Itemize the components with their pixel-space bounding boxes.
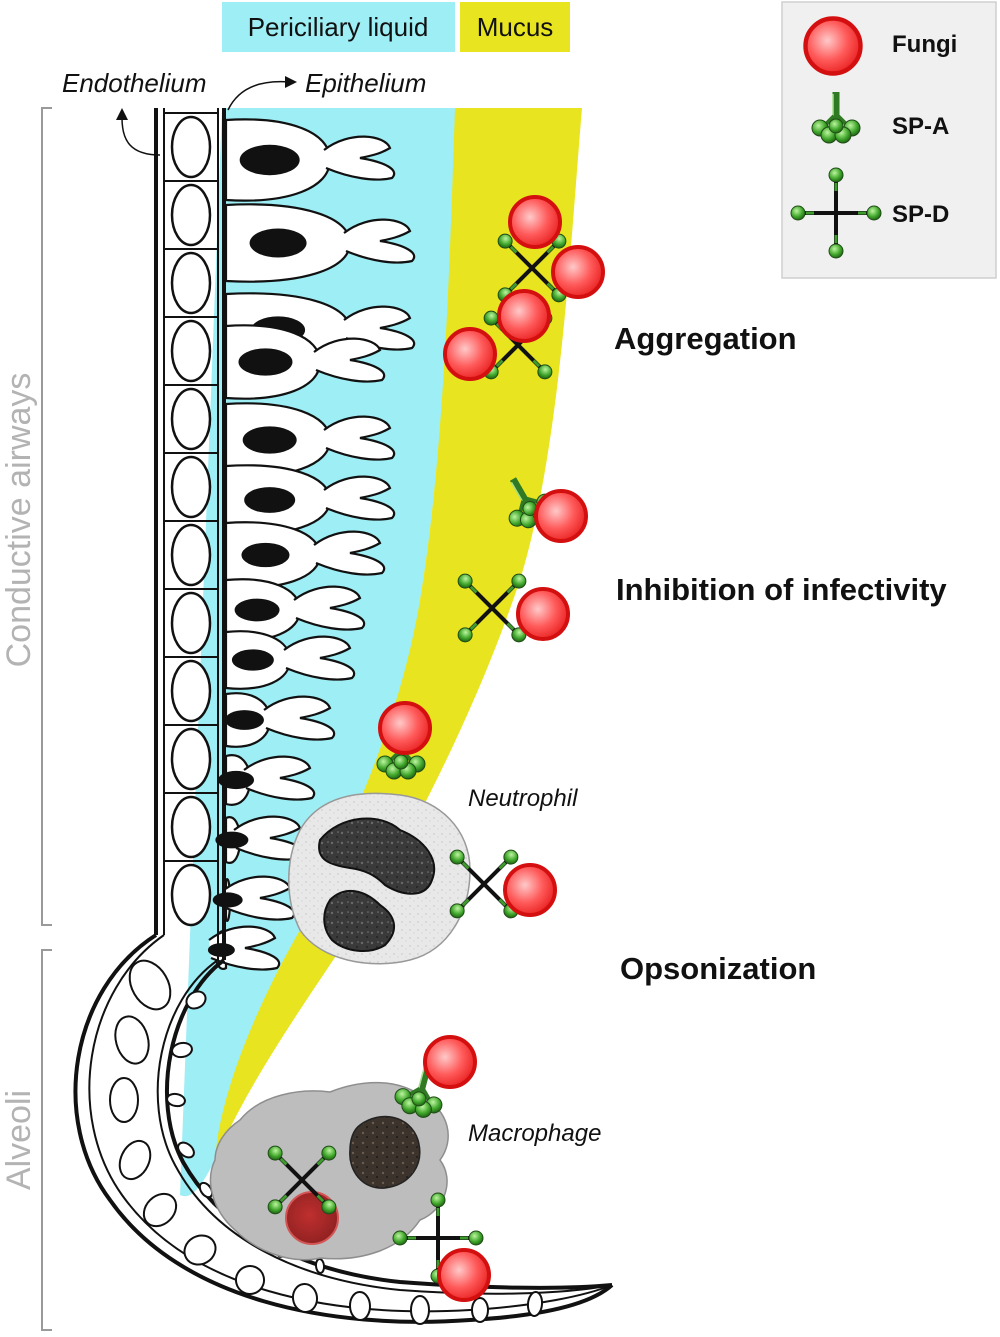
endothelial-cell bbox=[170, 591, 212, 655]
alveolar-cell bbox=[526, 1291, 544, 1317]
region-label-alveoli: Alveoli bbox=[0, 1090, 38, 1190]
epithelial-cell bbox=[224, 521, 386, 589]
alveolar-cell bbox=[291, 1283, 319, 1313]
epithelial-cell bbox=[224, 630, 356, 690]
alveolar-cell bbox=[183, 1234, 217, 1266]
epithelial-cell bbox=[224, 464, 396, 536]
neutrophil-label: Neutrophil bbox=[468, 785, 578, 812]
mucus-header-box bbox=[460, 2, 570, 52]
periciliary-header-box bbox=[222, 2, 455, 52]
alveolar-epithelial-cell bbox=[314, 1258, 326, 1274]
epithelial-cell bbox=[218, 754, 316, 806]
alveolar-cell bbox=[142, 1192, 178, 1228]
tissue-arrows bbox=[121, 80, 291, 156]
epithelium-label: Epithelium bbox=[305, 68, 426, 98]
epithelial-cell bbox=[224, 578, 366, 642]
endothelial-cell bbox=[170, 863, 212, 927]
alveolar-cell bbox=[118, 1139, 152, 1181]
epithelial-cell bbox=[224, 203, 416, 283]
alveolar-cell bbox=[348, 1291, 372, 1321]
endothelial-cell bbox=[170, 659, 212, 723]
legend-label-sp-a: SP-A bbox=[892, 113, 949, 140]
endothelium bbox=[73, 108, 614, 1325]
alveolar-epithelial-cell bbox=[185, 990, 207, 1010]
endothelial-cell bbox=[170, 251, 212, 315]
legend-label-sp-d: SP-D bbox=[892, 201, 949, 228]
legend-label-fungi: Fungi bbox=[892, 31, 957, 58]
endothelial-cell bbox=[170, 523, 212, 587]
endothelium-label: Endothelium bbox=[62, 68, 207, 98]
epithelial-cell bbox=[212, 875, 296, 922]
alveolar-epithelial-cell bbox=[198, 1181, 214, 1199]
endothelial-cell bbox=[170, 455, 212, 519]
process-inhibition: Inhibition of infectivity bbox=[616, 572, 947, 607]
epithelial-cell bbox=[224, 402, 396, 478]
process-opsonization: Opsonization bbox=[620, 951, 816, 986]
endothelial-cell bbox=[170, 183, 212, 247]
alveolar-cell bbox=[410, 1295, 430, 1325]
neutrophil bbox=[288, 701, 557, 965]
epithelial-cell bbox=[224, 692, 336, 748]
epithelial-cell bbox=[215, 815, 306, 864]
fungus-icon bbox=[806, 19, 861, 74]
periciliary-header-label: Periciliary liquid bbox=[248, 12, 429, 42]
macrophage bbox=[209, 1035, 491, 1302]
process-aggregation: Aggregation bbox=[614, 321, 797, 356]
alveolar-cell bbox=[471, 1297, 489, 1323]
endothelial-cell bbox=[170, 115, 212, 179]
legend: Fungi SP-A SP-D bbox=[781, 1, 997, 279]
endothelial-cell bbox=[170, 727, 212, 791]
epithelial-cell bbox=[224, 324, 386, 400]
epithelial-cells bbox=[207, 118, 416, 971]
alveolar-cell bbox=[128, 959, 172, 1011]
alveolar-cell bbox=[235, 1265, 265, 1295]
endothelial-cell bbox=[170, 795, 212, 859]
alveolar-cell bbox=[109, 1077, 139, 1123]
epithelial-cell bbox=[224, 118, 396, 202]
mucus-header-label: Mucus bbox=[477, 12, 554, 42]
macrophage-label: Macrophage bbox=[468, 1120, 601, 1147]
alveolar-cell bbox=[114, 1015, 150, 1065]
region-label-conductive: Conductive airways bbox=[0, 373, 38, 668]
alveolar-epithelial-cell bbox=[177, 1141, 195, 1159]
alveolar-epithelial-cell bbox=[171, 1041, 193, 1059]
endothelial-cell bbox=[170, 387, 212, 451]
region-brackets bbox=[41, 107, 52, 1331]
endothelial-cell bbox=[170, 319, 212, 383]
alveolar-epithelial-cell bbox=[166, 1092, 186, 1108]
